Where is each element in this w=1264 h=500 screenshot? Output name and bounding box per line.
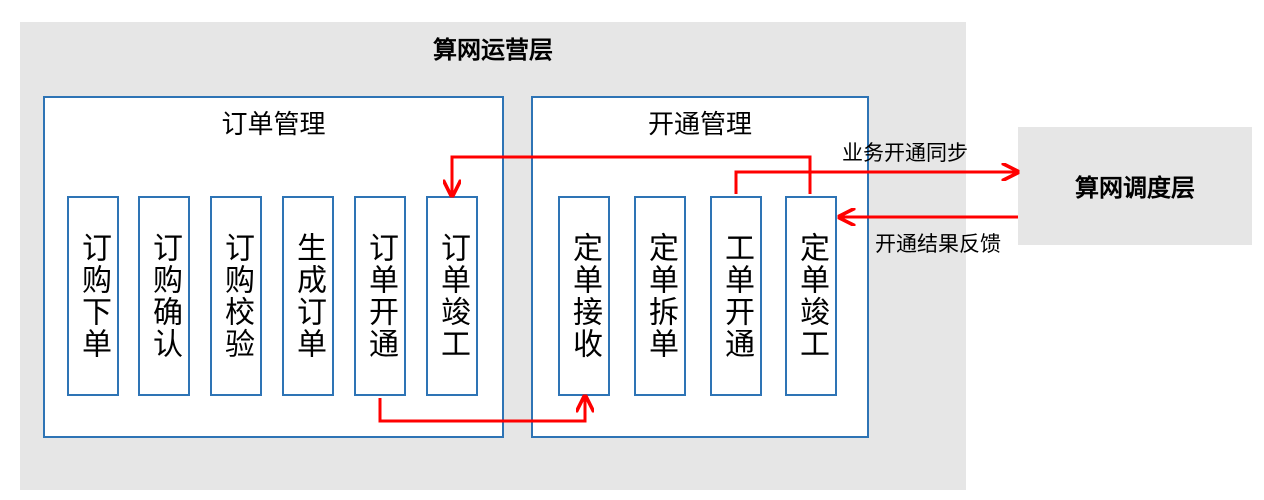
- feedback-label: 开通结果反馈: [875, 232, 1001, 256]
- scheduling-layer-panel: [1018, 127, 1252, 245]
- step-work-order-complete: 定单竣工: [785, 196, 837, 396]
- arrow-complete-to-order-complete: [452, 155, 812, 194]
- sync-label: 业务开通同步: [842, 141, 968, 165]
- step-order-complete: 订单竣工: [426, 196, 478, 396]
- step-work-ticket-activate: 工单开通: [710, 196, 762, 396]
- step-work-order-split: 定单拆单: [634, 196, 686, 396]
- step-order-verify: 订购校验: [210, 196, 262, 396]
- step-order-place: 订购下单: [67, 196, 119, 396]
- step-order-confirm: 订购确认: [138, 196, 190, 396]
- step-order-activate: 订单开通: [354, 196, 406, 396]
- arrow-order-activate-to-receive: [378, 398, 585, 423]
- scheduling-layer-title: 算网调度层: [1075, 174, 1195, 202]
- activation-management-title: 开通管理: [647, 110, 752, 140]
- arrow-sync-to-scheduling: [734, 172, 1016, 194]
- step-order-generate: 生成订单: [282, 196, 334, 396]
- operations-layer-title: 算网运营层: [433, 36, 553, 64]
- order-management-title: 订单管理: [221, 110, 326, 140]
